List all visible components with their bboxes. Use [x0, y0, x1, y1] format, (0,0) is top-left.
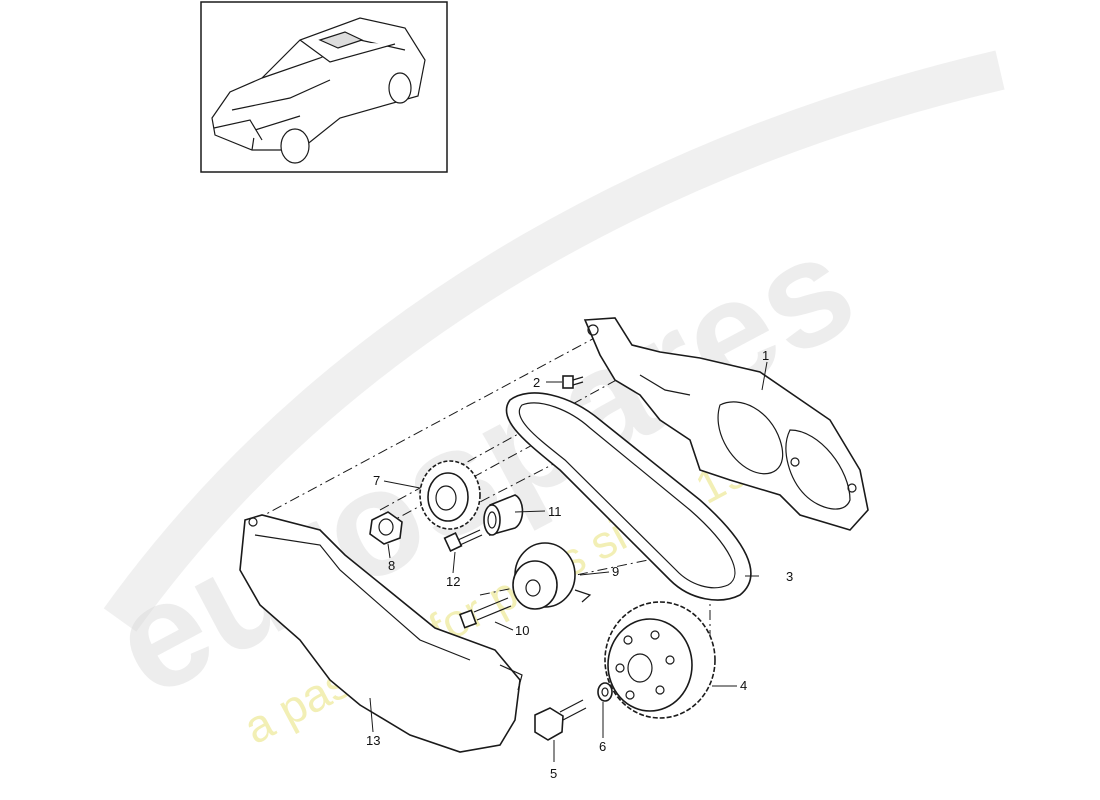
car-icon — [211, 17, 426, 164]
tensioner-pulley-part — [512, 542, 592, 610]
callout-8: 8 — [388, 558, 395, 573]
bolt-5-part — [534, 699, 587, 741]
callout-13: 13 — [366, 733, 380, 748]
small-gear-part — [419, 460, 481, 530]
leader-lines — [369, 361, 768, 762]
callout-6: 6 — [599, 739, 606, 754]
callout-labels: 1 2 3 4 5 6 7 8 9 10 11 12 13 — [366, 348, 793, 781]
rear-cover-part — [583, 317, 869, 531]
washer-part — [597, 682, 613, 702]
bolt-10-part — [458, 597, 512, 629]
callout-12: 12 — [446, 574, 460, 589]
callout-10: 10 — [515, 623, 529, 638]
callout-5: 5 — [550, 766, 557, 781]
front-cover-part — [239, 514, 523, 753]
nut-part — [369, 511, 403, 545]
callout-4: 4 — [740, 678, 747, 693]
callout-11: 11 — [548, 504, 562, 519]
vehicle-thumbnail — [200, 1, 448, 173]
callout-1: 1 — [762, 348, 769, 363]
callout-9: 9 — [612, 564, 619, 579]
timing-belt-part — [505, 392, 752, 601]
bolt-2-part — [562, 375, 584, 389]
callout-7: 7 — [373, 473, 380, 488]
bushing-part — [483, 494, 524, 537]
callout-2: 2 — [533, 375, 540, 390]
callout-3: 3 — [786, 569, 793, 584]
sprocket-part — [604, 601, 716, 719]
bolt-12-part — [443, 529, 483, 552]
